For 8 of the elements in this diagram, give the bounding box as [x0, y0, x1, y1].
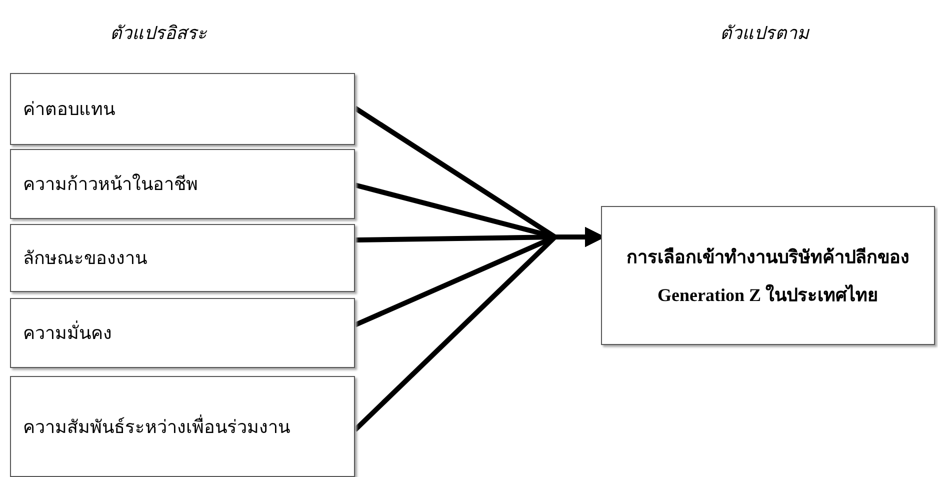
factor-box: ความมั่นคง	[10, 298, 355, 368]
factor-box: ลักษณะของงาน	[10, 224, 355, 292]
factor-box: ค่าตอบแทน	[10, 73, 355, 145]
column-heading: ตัวแปรอิสระ	[110, 22, 207, 45]
column-heading: ตัวแปรตาม	[720, 22, 809, 45]
factor-box: ความสัมพันธ์ระหว่างเพื่อนร่วมงาน	[10, 376, 355, 477]
factor-box: ความก้าวหน้าในอาชีพ	[10, 149, 355, 219]
outcome-box: การเลือกเข้าทำงานบริษัทค้าปลีกของ Generation Z ในประเทศไทย	[601, 206, 935, 345]
